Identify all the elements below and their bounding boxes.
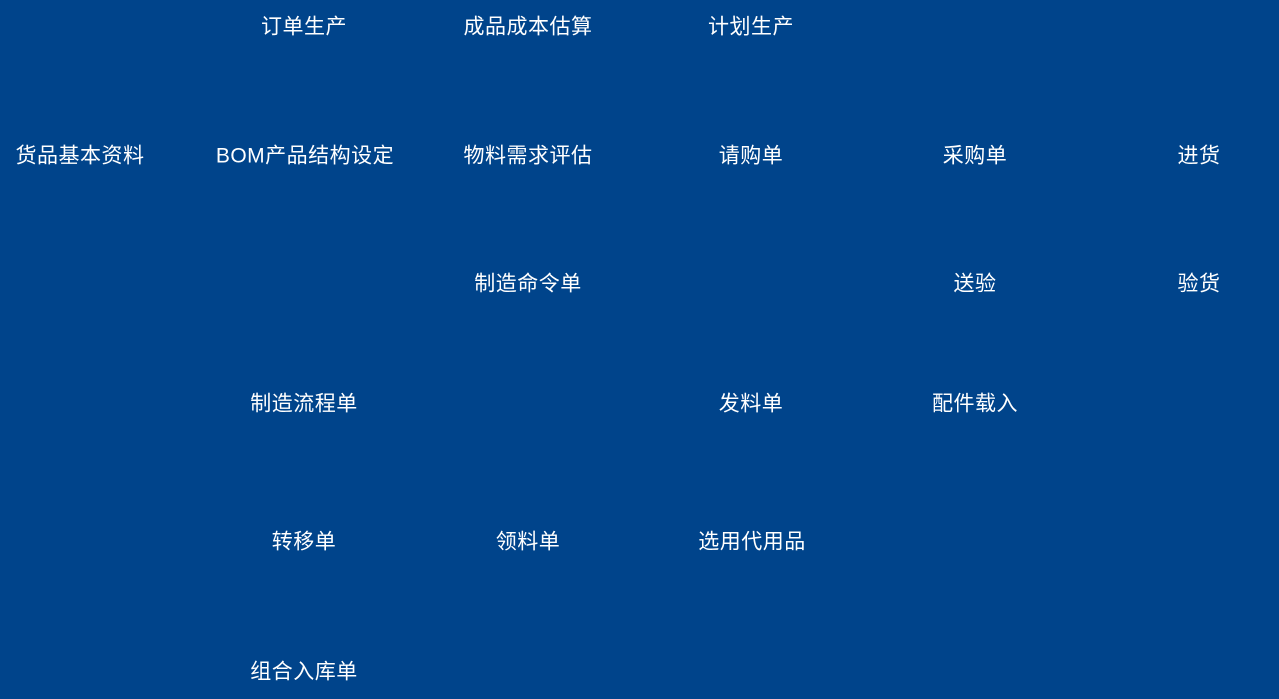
node-planned-production[interactable]: 计划生产: [708, 15, 794, 39]
node-manufacture-order[interactable]: 制造命令单: [474, 272, 582, 296]
node-transfer-order[interactable]: 转移单: [271, 530, 337, 554]
node-substitute-selection[interactable]: 选用代用品: [698, 530, 806, 554]
node-component-loading[interactable]: 配件载入: [932, 392, 1018, 416]
node-material-requisition[interactable]: 领料单: [495, 530, 561, 554]
node-material-issue[interactable]: 发料单: [718, 392, 784, 416]
node-material-requirement[interactable]: 物料需求评估: [463, 144, 593, 168]
node-item-master-data[interactable]: 货品基本资料: [15, 144, 145, 168]
node-finished-cost-estimate[interactable]: 成品成本估算: [463, 15, 593, 39]
node-goods-inspection[interactable]: 验货: [1177, 272, 1221, 296]
node-goods-receipt[interactable]: 进货: [1177, 144, 1221, 168]
node-manufacture-process[interactable]: 制造流程单: [250, 392, 358, 416]
node-assembly-stock-in[interactable]: 组合入库单: [250, 660, 358, 684]
node-purchase-order[interactable]: 采购单: [942, 144, 1008, 168]
node-bom-structure-setup[interactable]: BOM产品结构设定: [215, 144, 395, 168]
node-order-production[interactable]: 订单生产: [261, 15, 347, 39]
node-send-inspection[interactable]: 送验: [953, 272, 997, 296]
node-purchase-requisition[interactable]: 请购单: [718, 144, 784, 168]
